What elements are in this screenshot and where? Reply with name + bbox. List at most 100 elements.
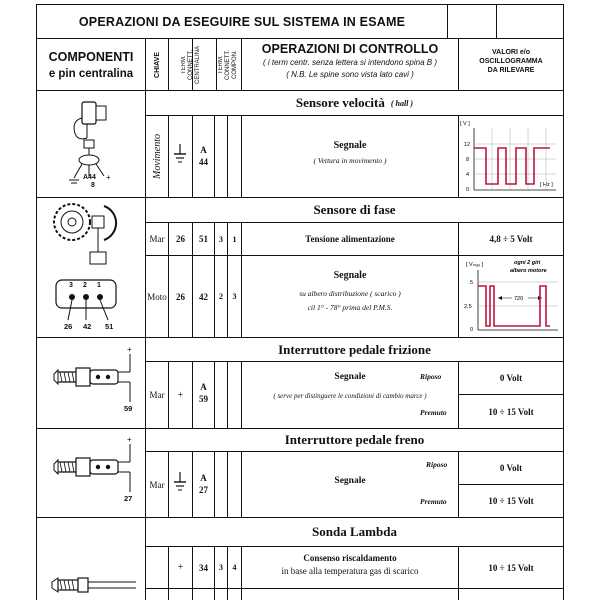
brake-switch-diagram [53,444,131,492]
frizione-val-riposo: 0 Volt [499,373,523,383]
fase-row1-c1: 3 [219,234,223,244]
scope1-tick-8: 8 [466,157,469,163]
phase-sensor-pin-2: 2 [83,282,87,289]
fase-row2-op: Segnale su albero distribuzione ( scaric… [242,270,458,312]
freno-chiave: Mar [149,479,165,490]
freno-term: A 27 [193,472,214,496]
speed-sensor-diagram [69,101,107,184]
header-chiave-label: CHIAVE [153,51,161,78]
scope2-yunit: [ Vₘₐₓ ] [466,262,484,268]
lambda-op-l2: in base alla temperatura gas di scarico [281,566,419,576]
fase-row2-c1: 2 [219,292,223,301]
scope2-waveform [478,285,550,327]
scope2-deg: 720 [514,296,523,302]
fase-row1-c2: 1 [232,234,237,244]
frizione-state-premuto: Premuto [420,408,447,417]
page-title: OPERAZIONI DA ESEGUIRE SUL SISTEMA IN ES… [78,14,406,29]
frizione-chiave: Mar [149,390,165,400]
section-title-pedale-freno: Interruttore pedale freno [284,432,425,447]
frizione-op-note: ( serve per distinguere le condizioni di… [273,392,427,400]
header-chiave: CHIAVE [146,39,168,90]
section-title-pedale-frizione: Interruttore pedale frizione [278,341,431,357]
freno-val-premuto: 10 ÷ 15 Volt [488,496,534,506]
frizione-state-riposo: Riposo [420,372,442,381]
freno-state-riposo: Riposo [426,460,448,469]
scope2-tick-0: 0 [470,327,473,333]
lambda-op-title: Consenso riscaldamento [303,553,397,563]
frizione-term: A 59 [193,381,214,405]
speed-sensor-pin-8: 8 [91,182,95,189]
fase-row1-op: Tensione alimentazione [305,234,395,244]
frizione-op-title: Segnale [334,372,366,382]
ground-icon [174,144,186,163]
fase-row1-chiave: Mar [149,234,165,244]
frizione-term-59: 59 [199,394,208,404]
scope1-tick-0: 0 [466,187,469,193]
lambda-t0: + [177,562,184,573]
lambda-op: Consenso riscaldamento in base alla temp… [242,553,458,576]
scope2-note1: ogni 2 giri [514,260,541,266]
sensore-velocita-op: Segnale ( Vettura in movimento ) [242,140,458,165]
scope1-yunit: [ V ] [460,121,470,127]
header-valori-l1: VALORI e/o [492,49,530,56]
fase-row2-op-l1: su albero distribuzione ( scarico ) [299,289,401,298]
scope1-xunit: [ Hz ] [540,182,553,188]
lambda-val: 10 ÷ 15 Volt [488,562,534,573]
header-operazioni-note1: ( i term centr. senza lettera si intendo… [262,58,437,67]
header-operazioni: OPERAZIONI DI CONTROLLO ( i term centr. … [242,40,458,90]
sensore-velocita-op-note: ( Vettura in movimento ) [313,156,387,165]
scope2-tick-2-5: 2,5 [464,304,472,310]
fase-row1-t1: 26 [176,234,185,244]
header-valori-l2: OSCILLOGRAMMA [479,58,543,65]
speed-sensor-pin-a44: A44 [83,174,96,181]
header-componenti: COMPONENTI e pin centralina [37,40,145,90]
header-operazioni-note2: ( N.B. Le spine sono vista lato cavi ) [286,70,414,79]
phase-sensor-label-26: 26 [64,322,73,331]
phase-sensor-diagram [53,203,118,321]
fase-row2-chiave: Moto [147,291,167,302]
section-title-sonda-lambda: Sonda Lambda [312,524,397,539]
sensore-velocita-term-44: 44 [199,157,208,167]
lambda-probe-diagram [51,577,136,593]
sensore-velocita-title: Sensore velocità [295,95,385,110]
phase-sensor-label-51: 51 [105,322,114,331]
fase-row2-t2: 42 [199,291,208,302]
sensore-velocita-chiave-label: Movimento [151,134,163,179]
scope1-tick-12: 12 [464,142,470,148]
frizione-val-premuto: 10 ÷ 15 Volt [488,406,534,417]
speed-sensor-oscillogram: [ V ] [ Hz ] 12 8 4 0 [460,121,556,193]
phase-sensor-pin-3: 3 [69,282,73,289]
lambda-t1: 34 [199,562,208,573]
frizione-t0: + [177,389,184,401]
brake-switch-plus: + [127,435,132,444]
header-valori-l3: DA RILEVARE [487,67,535,74]
clutch-switch-pin: 59 [124,404,133,413]
freno-val-riposo: 0 Volt [499,463,523,473]
header-term-centralina-label: TERM. CONNETT. CENTRALINA [180,45,201,84]
header-componenti-label: COMPONENTI [48,50,134,64]
scope1-waveform [474,147,550,185]
freno-state-premuto: Premuto [420,497,447,506]
lambda-c1: 3 [219,563,223,572]
fase-row2-op-title: Segnale [333,270,367,281]
phase-sensor-pin-1: 1 [97,282,101,289]
scope2-tick-5: 5 [470,280,473,286]
header-term-componente-label: TERM. CONNETT. COMPON. [218,49,238,80]
fase-row2-op-l2: cil 1° - 78° prima del P.M.S. [307,303,393,312]
header-term-centralina: TERM. CONNETT. CENTRALINA [169,39,216,90]
fase-row1-val: 4,8 ÷ 5 Volt [489,234,533,244]
section-title-sensore-velocita: Sensore velocità ( hall ) [146,91,563,115]
sensore-velocita-chiave: Movimento [146,116,168,197]
section-title-sensore-fase: Sensore di fase [313,202,396,217]
lambda-c2: 4 [232,563,237,572]
header-valori: VALORI e/o OSCILLOGRAMMA DA RILEVARE [459,48,563,88]
phase-sensor-label-42: 42 [83,322,92,331]
header-term-componente: TERM. CONNETT. COMPON. [217,39,241,90]
clutch-switch-diagram [53,354,131,402]
header-operazioni-label: OPERAZIONI DI CONTROLLO [261,42,439,56]
sensore-velocita-term: A 44 [193,144,214,168]
fase-row2-c2: 3 [232,292,237,301]
freno-term-a: A [200,473,207,483]
brake-switch-pin: 27 [124,494,133,503]
fase-row2-t1: 26 [176,291,185,302]
